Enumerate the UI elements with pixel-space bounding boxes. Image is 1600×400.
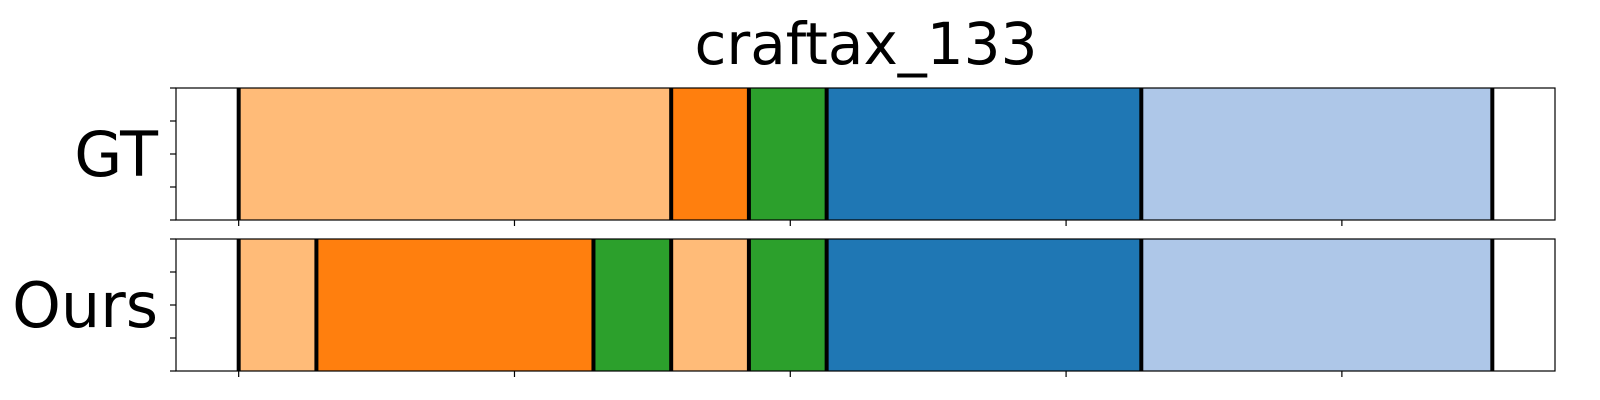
row-panel-0: GT bbox=[74, 87, 1556, 226]
segment-0-3 bbox=[826, 88, 1142, 220]
segment-1-0 bbox=[238, 239, 317, 371]
segment-1-5 bbox=[826, 239, 1142, 371]
segment-0-1 bbox=[671, 88, 749, 220]
segment-0-4 bbox=[1141, 88, 1493, 220]
segment-1-4 bbox=[748, 239, 827, 371]
segment-0-0 bbox=[238, 88, 672, 220]
segment-1-2 bbox=[593, 239, 672, 371]
segment-1-1 bbox=[316, 239, 594, 371]
segment-0-2 bbox=[748, 88, 827, 220]
row-panel-1: Ours bbox=[12, 238, 1556, 377]
segment-1-6 bbox=[1141, 239, 1493, 371]
rows-layer: GT Ours bbox=[12, 87, 1556, 377]
row-label-1: Ours bbox=[12, 269, 158, 342]
segment-1-3 bbox=[671, 239, 749, 371]
chart-title: craftax_133 bbox=[695, 10, 1038, 78]
row-label-0: GT bbox=[74, 118, 159, 191]
